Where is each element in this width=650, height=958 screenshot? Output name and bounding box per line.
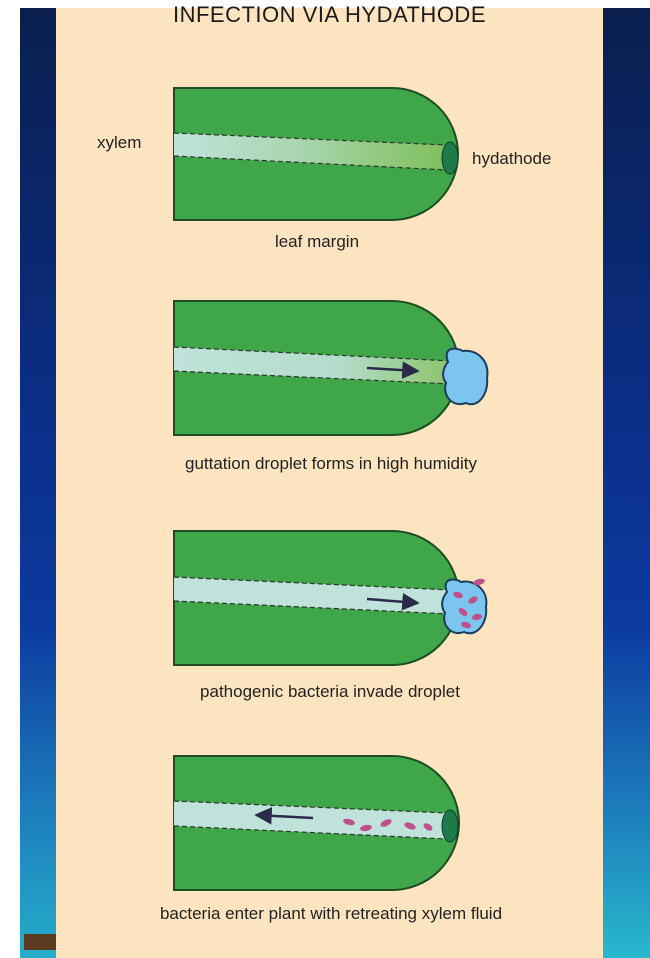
right-background-strip [603,8,650,958]
xylem-label: xylem [97,133,141,152]
guttation-caption: guttation droplet forms in high humidity [185,454,477,473]
corner-fragment [24,934,56,950]
bacteria-invade-caption: pathogenic bacteria invade droplet [200,682,460,701]
panel-bacteria-invade: pathogenic bacteria invade droplet [174,531,486,701]
left-background-strip [20,8,56,958]
guttation-droplet [443,349,487,405]
panel-bacteria-enter: bacteria enter plant with retreating xyl… [160,756,502,923]
hydathode-label: hydathode [472,149,551,168]
bacteria-enter-caption: bacteria enter plant with retreating xyl… [160,904,502,923]
hydathode-pore [442,810,458,842]
panel-leaf-margin: xylem hydathode leaf margin [97,88,551,251]
hydathode-diagram: xylem hydathode leaf margin guttation dr… [56,8,603,958]
hydathode-pore [442,142,458,174]
leaf-margin-caption: leaf margin [275,232,359,251]
panel-guttation: guttation droplet forms in high humidity [174,301,487,473]
diagram-panel: INFECTION VIA HYDATHODE xylem [56,8,603,958]
